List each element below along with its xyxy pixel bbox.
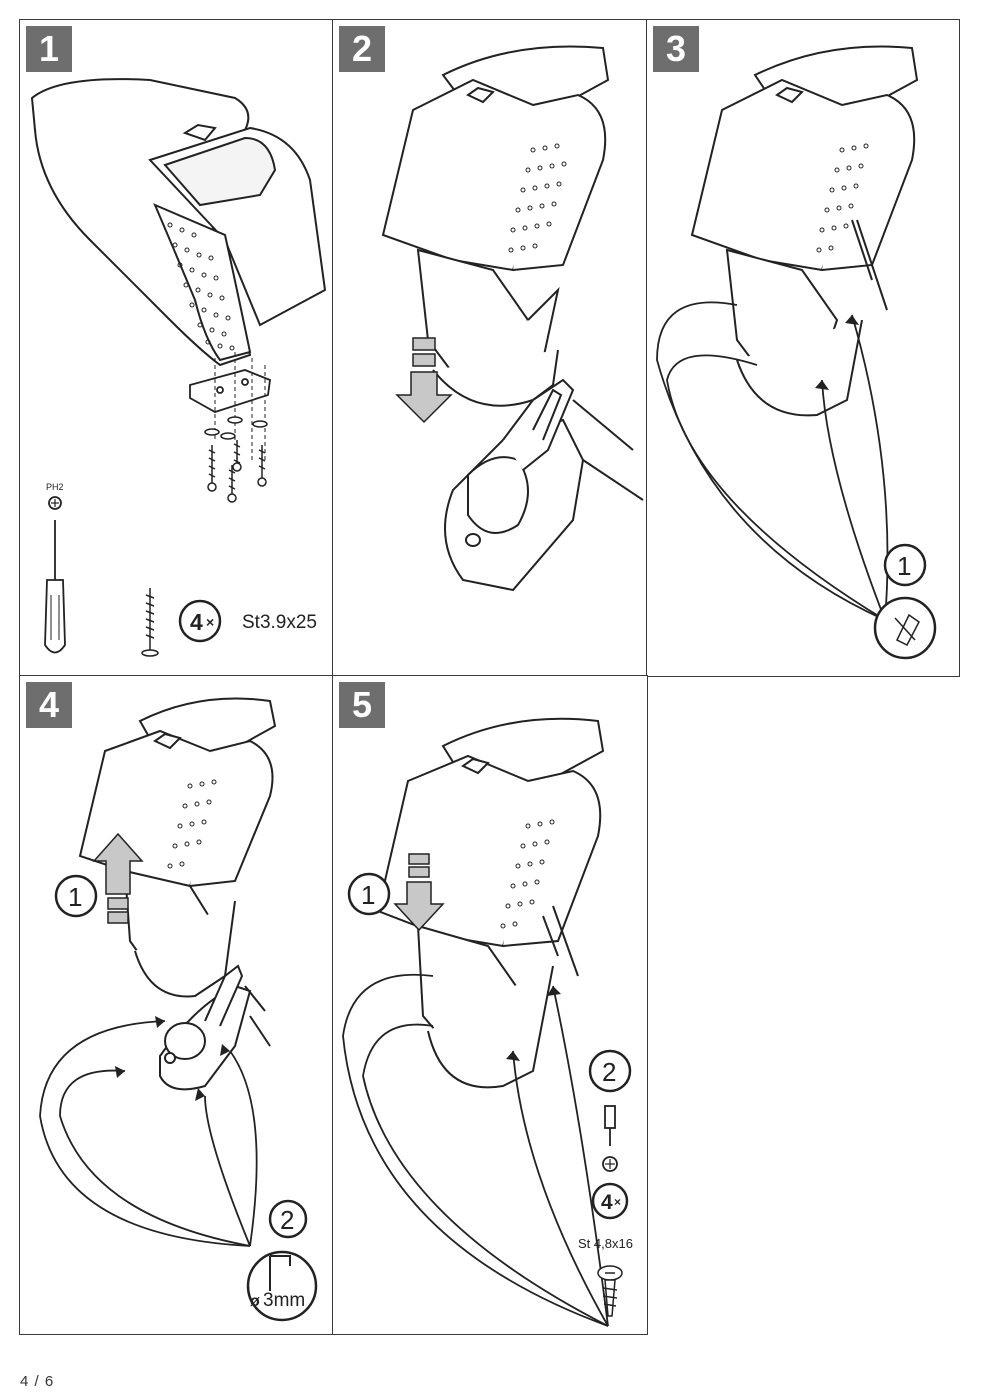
step-3-badge: 3 — [653, 26, 699, 72]
times-sign: × — [614, 1195, 621, 1209]
callout-1: 1 — [883, 543, 927, 587]
drill-size: 3mm — [263, 1290, 305, 1311]
screw-count: 4 — [601, 1191, 613, 1214]
step-4-panel: 4 1 — [19, 675, 334, 1335]
step-2-panel: 2 — [332, 19, 648, 677]
arrowheads — [506, 986, 561, 1061]
page-number: 4 / 6 — [20, 1373, 55, 1390]
drill-diameter-symbol: ø — [250, 1293, 260, 1310]
screwdriver-icon — [602, 1105, 618, 1172]
perforation-dots — [816, 143, 869, 253]
step-2-illustration — [381, 45, 644, 592]
armrest-illustration — [381, 45, 610, 407]
tool-label: PH2 — [46, 482, 64, 492]
callout-2-number: 2 — [602, 1057, 616, 1087]
screw-count: 4 — [190, 609, 203, 635]
times-sign: × — [206, 614, 214, 630]
step-5-illustration: 1 2 4 × St 4,8x16 — [342, 717, 633, 1327]
screw-icon — [141, 588, 159, 657]
step-3-panel: 3 1 — [646, 19, 960, 677]
leader-curves — [39, 1020, 258, 1247]
screw-spec: St3.9x25 — [242, 612, 317, 633]
screw-spec: St 4,8x16 — [578, 1236, 633, 1251]
leader-curves — [656, 301, 889, 621]
drill-detail: ø 3mm — [246, 1250, 318, 1322]
step-3-illustration: 1 — [656, 45, 937, 660]
drill-bit-icon — [269, 1255, 291, 1291]
callout-2: 2 — [588, 1049, 632, 1093]
screw-icon — [597, 1265, 623, 1317]
step-4-badge: 4 — [26, 682, 72, 728]
armrest-illustration — [30, 78, 327, 367]
callout-1: 1 — [54, 874, 98, 918]
perforation-dots — [508, 143, 567, 253]
step-4-illustration: 1 2 ø 3mm — [39, 697, 318, 1322]
perforation-dots — [167, 779, 217, 869]
arrowheads — [815, 315, 859, 390]
dashed-guides — [214, 352, 266, 460]
mounting-bracket — [189, 369, 271, 413]
callout-1-number: 1 — [68, 882, 82, 912]
callout-2-number: 2 — [280, 1205, 294, 1235]
armrest-illustration — [690, 45, 919, 417]
perforation-dots — [167, 222, 235, 351]
arrowheads — [115, 1016, 230, 1101]
up-arrow-icon — [92, 832, 144, 924]
step-1-illustration: PH2 4 × St3.9x25 — [30, 78, 327, 657]
step-5-panel: 5 1 — [332, 675, 648, 1335]
down-arrow-icon — [395, 337, 453, 424]
detail-circle — [873, 596, 937, 660]
screw-quantity-callout: 4 × — [178, 599, 222, 643]
callout-number: 1 — [897, 551, 911, 581]
perforation-dots — [500, 819, 555, 929]
step-1-badge: 1 — [26, 26, 72, 72]
callout-1-number: 1 — [361, 880, 375, 910]
clip-detail-icon — [896, 613, 920, 647]
down-arrow-icon — [393, 853, 445, 932]
step-2-badge: 2 — [339, 26, 385, 72]
step-1-panel: 1 — [19, 19, 334, 677]
callout-2: 2 — [268, 1199, 308, 1239]
screws — [204, 416, 268, 503]
step-5-badge: 5 — [339, 682, 385, 728]
callout-1: 1 — [347, 872, 391, 916]
screw-quantity-callout: 4 × — [591, 1182, 629, 1220]
console-base — [444, 378, 644, 592]
screwdriver-icon: PH2 — [44, 482, 66, 654]
